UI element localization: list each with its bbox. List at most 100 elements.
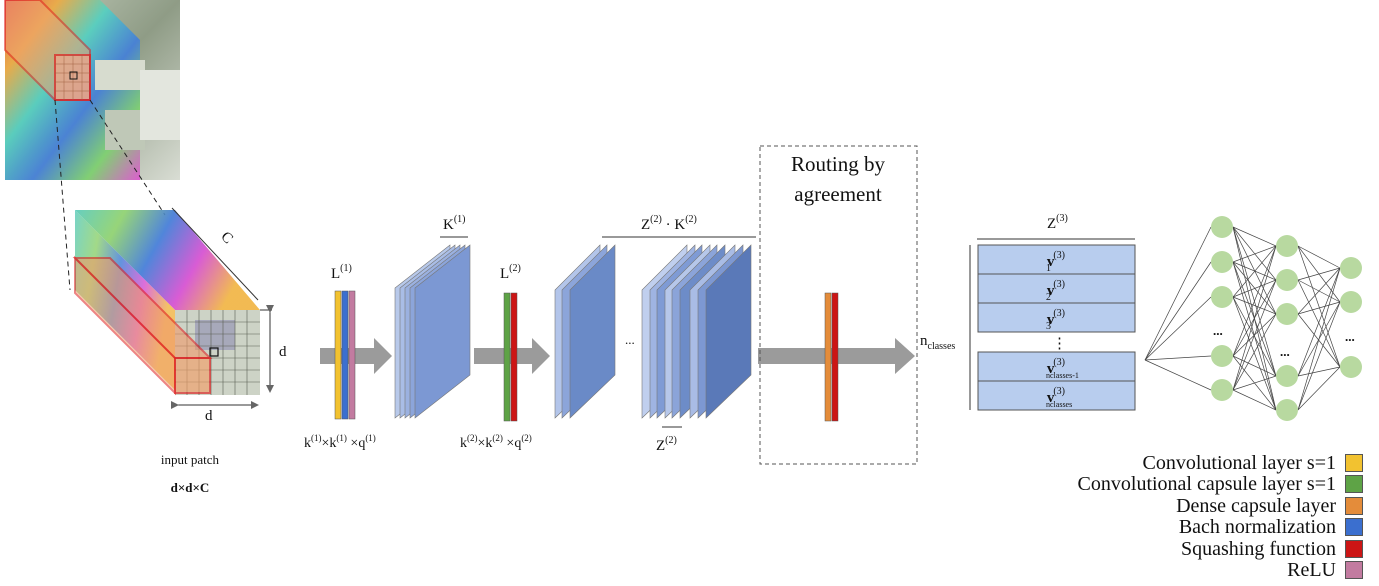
legend-item: Bach normalization [983, 517, 1363, 539]
mlp-edge [1232, 313, 1277, 391]
mlp-node [1211, 251, 1233, 273]
formula-2: k(2)×k(2) ×q(2) [460, 433, 532, 451]
legend-item: Squashing function [983, 538, 1363, 560]
legend-label: Squashing function [1181, 537, 1336, 560]
capsule-vectors [977, 244, 1136, 411]
mlp-ellipsis-3: ... [1345, 329, 1355, 344]
capsule-maps-stack [641, 244, 752, 419]
legend-item: Convolutional layer s=1 [983, 452, 1363, 474]
mlp-edge [1144, 226, 1212, 361]
mlp-node [1340, 356, 1362, 378]
input-caption: input patch d×d×C [140, 452, 240, 496]
legend-item: ReLU [983, 560, 1363, 582]
mlp-edge [1232, 279, 1277, 298]
mlp-edge [1232, 226, 1277, 247]
mlp-edge [1232, 355, 1277, 377]
layer-label-1: L(1) [331, 263, 352, 282]
capsule-bottom-label: Z(2) [656, 435, 677, 454]
input-dim-side: d [279, 344, 287, 360]
legend-swatch [1345, 539, 1363, 558]
mlp-node [1211, 286, 1233, 308]
mlp-edge [1297, 267, 1341, 377]
mlp-edge [1297, 267, 1341, 281]
mlp-node [1276, 269, 1298, 291]
routing-title-line1: Routing by [791, 152, 885, 176]
capsule-vector-2: v(3)2 [1046, 279, 1065, 303]
mlp-edge [1297, 366, 1341, 377]
legend-label: Bach normalization [1178, 516, 1336, 539]
input-dim-bottom: d [205, 408, 213, 424]
mlp-node [1276, 235, 1298, 257]
mlp-node [1211, 379, 1233, 401]
feature-maps-1 [394, 244, 471, 419]
mlp-node [1340, 257, 1362, 279]
legend-label: Convolutional layer s=1 [1142, 451, 1336, 474]
mlp-node [1276, 303, 1298, 325]
legend-label: Dense capsule layer [1176, 494, 1336, 517]
capsule-vector-n: v(3)nclasses [1046, 386, 1072, 409]
layer-label-2: L(2) [500, 263, 521, 282]
mlp-edge [1297, 366, 1341, 411]
mlp-edge [1232, 296, 1277, 411]
hyperspectral-cube [4, 0, 180, 180]
mlp-edge [1297, 301, 1341, 411]
mlp-ellipsis-1: ... [1213, 323, 1223, 338]
capsule-vector-1: v(3)1 [1046, 250, 1065, 274]
dense-capsule-bars [824, 292, 839, 422]
mlp-edge [1144, 296, 1212, 361]
mlp-edge [1297, 245, 1341, 269]
mlp-node [1276, 399, 1298, 421]
capsule-vector-ellipsis: ⋮ [1052, 336, 1067, 352]
legend-swatch [1345, 518, 1363, 537]
capsules-top-label: Z(3) [1047, 213, 1068, 232]
input-dim-depth: C [217, 229, 235, 247]
mlp-nodes [1211, 216, 1362, 421]
mlp-edge [1232, 245, 1277, 357]
mlp-edge [1297, 267, 1341, 315]
mlp-node [1211, 345, 1233, 367]
capsule-maps-ellipsis: ... [625, 332, 635, 347]
legend-label: ReLU [1287, 559, 1336, 582]
formula-1: k(1)×k(1) ×q(1) [304, 433, 376, 451]
mlp-edge [1232, 279, 1277, 391]
layer-bars-2 [503, 292, 518, 422]
mlp-edge [1144, 261, 1212, 361]
legend-swatch [1345, 475, 1363, 494]
mlp-node [1211, 216, 1233, 238]
mlp-node [1276, 365, 1298, 387]
mlp-edge [1297, 245, 1341, 368]
mlp-edge [1232, 296, 1277, 315]
mlp-edge [1232, 261, 1277, 315]
mlp-edge [1232, 245, 1277, 263]
mlp-edges [1144, 226, 1341, 411]
zoom-guide-left [54, 99, 71, 291]
layer-bars-1 [334, 290, 356, 420]
capsule-vector-n-1: v(3)nclasses-1 [1046, 357, 1079, 380]
input-caption-size: d×d×C [170, 480, 210, 495]
legend-label: Convolutional capsule layer s=1 [1077, 473, 1336, 496]
routing-box [759, 145, 918, 465]
mlp-ellipsis-2: ... [1280, 344, 1290, 359]
mlp-edge [1144, 359, 1212, 391]
mlp-edge [1297, 267, 1341, 411]
capsule-vector-3: v(3)3 [1046, 308, 1065, 332]
mlp-edge [1232, 296, 1277, 377]
capsule-maps-first [554, 244, 616, 419]
capsule-top-label: Z(2) · K(2) [641, 214, 697, 233]
legend-swatch [1345, 561, 1363, 580]
mlp-edge [1232, 226, 1277, 315]
zoom-guide-right [89, 99, 166, 216]
legend-item: Dense capsule layer [983, 495, 1363, 517]
mlp-edge [1297, 313, 1341, 368]
routing-title-line2: agreement [794, 182, 882, 206]
mlp-edge [1232, 375, 1277, 391]
mlp-edge [1232, 245, 1277, 298]
mlp-edge [1297, 279, 1341, 368]
capsules-side-label: nclasses [920, 333, 955, 352]
mlp-edge [1297, 301, 1341, 315]
input-caption-title: input patch [160, 452, 220, 467]
mlp-edge [1232, 389, 1277, 411]
kernel-label-1: K(1) [443, 214, 466, 233]
